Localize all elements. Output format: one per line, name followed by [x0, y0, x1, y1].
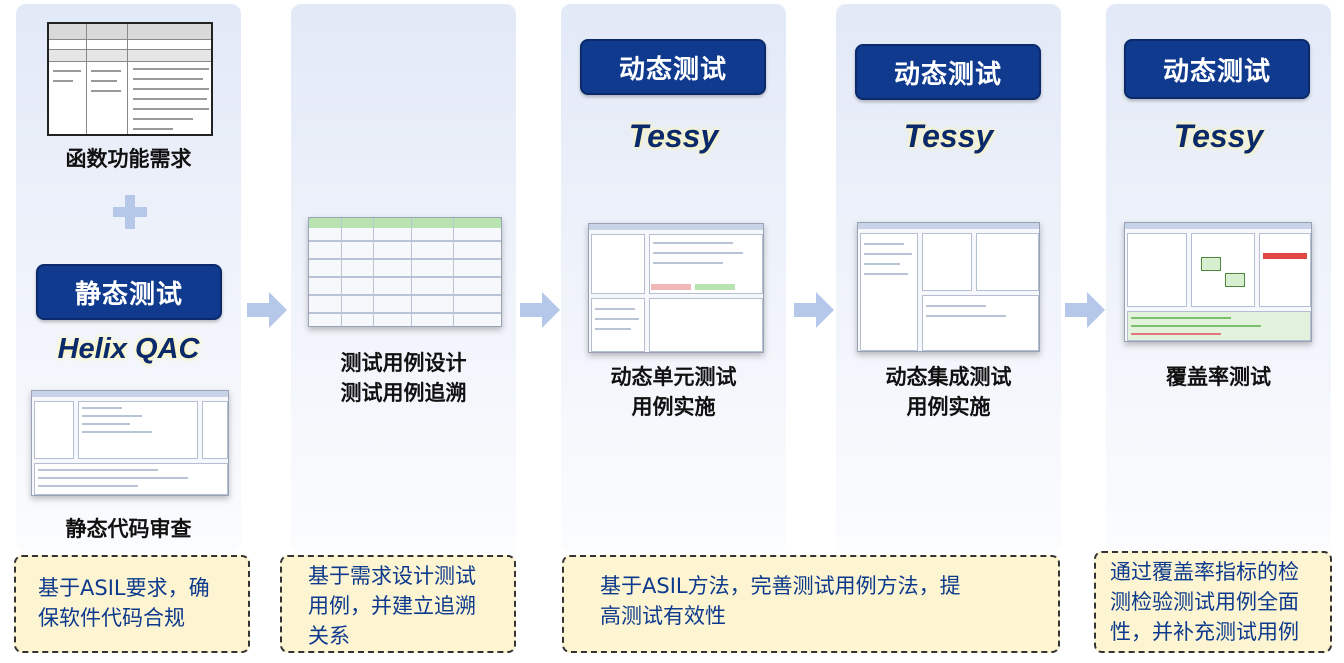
- arrow-right-icon: [794, 292, 834, 328]
- static-note: 基于ASIL要求，确 保软件代码合规: [14, 555, 250, 653]
- dynamic-test-tag-unit: 动态测试: [580, 39, 766, 95]
- helix-qac-label: Helix QAC: [57, 333, 200, 365]
- tessy-label-unit: Tessy: [628, 118, 719, 154]
- dynamic-note: 基于ASIL方法，完善测试用例方法，提 高测试有效性: [562, 555, 1060, 653]
- coverage-screenshot: [1124, 222, 1312, 342]
- coverage-test-label: 覆盖率测试: [1166, 365, 1271, 389]
- requirements-document-image: [47, 22, 213, 136]
- tessy-label-coverage: Tessy: [1173, 118, 1264, 154]
- unit-test-label: 动态单元测试 用例实施: [610, 365, 737, 419]
- arrow-right-icon: [247, 292, 287, 328]
- design-note: 基于需求设计测试 用例，并建立追溯 关系: [280, 555, 516, 653]
- arrow-right-icon: [520, 292, 560, 328]
- coverage-note: 通过覆盖率指标的检 测检验测试用例全面 性，并补充测试用例: [1094, 551, 1332, 653]
- dynamic-test-tag-coverage: 动态测试: [1124, 39, 1310, 99]
- tessy-unit-screenshot: [588, 223, 764, 353]
- requirements-label: 函数功能需求: [65, 147, 192, 171]
- dynamic-test-tag-integration: 动态测试: [855, 44, 1041, 100]
- tessy-label-integration: Tessy: [903, 118, 994, 154]
- tessy-integration-screenshot: [857, 222, 1040, 352]
- static-review-label: 静态代码审查: [65, 517, 192, 541]
- static-test-tag: 静态测试: [36, 264, 222, 320]
- plus-icon: [113, 195, 147, 229]
- design-trace-label: 测试用例设计 测试用例追溯: [340, 351, 467, 405]
- test-case-table-screenshot: [308, 217, 502, 327]
- arrow-right-icon: [1065, 292, 1105, 328]
- qac-screenshot: [31, 390, 229, 496]
- integration-test-label: 动态集成测试 用例实施: [885, 365, 1012, 419]
